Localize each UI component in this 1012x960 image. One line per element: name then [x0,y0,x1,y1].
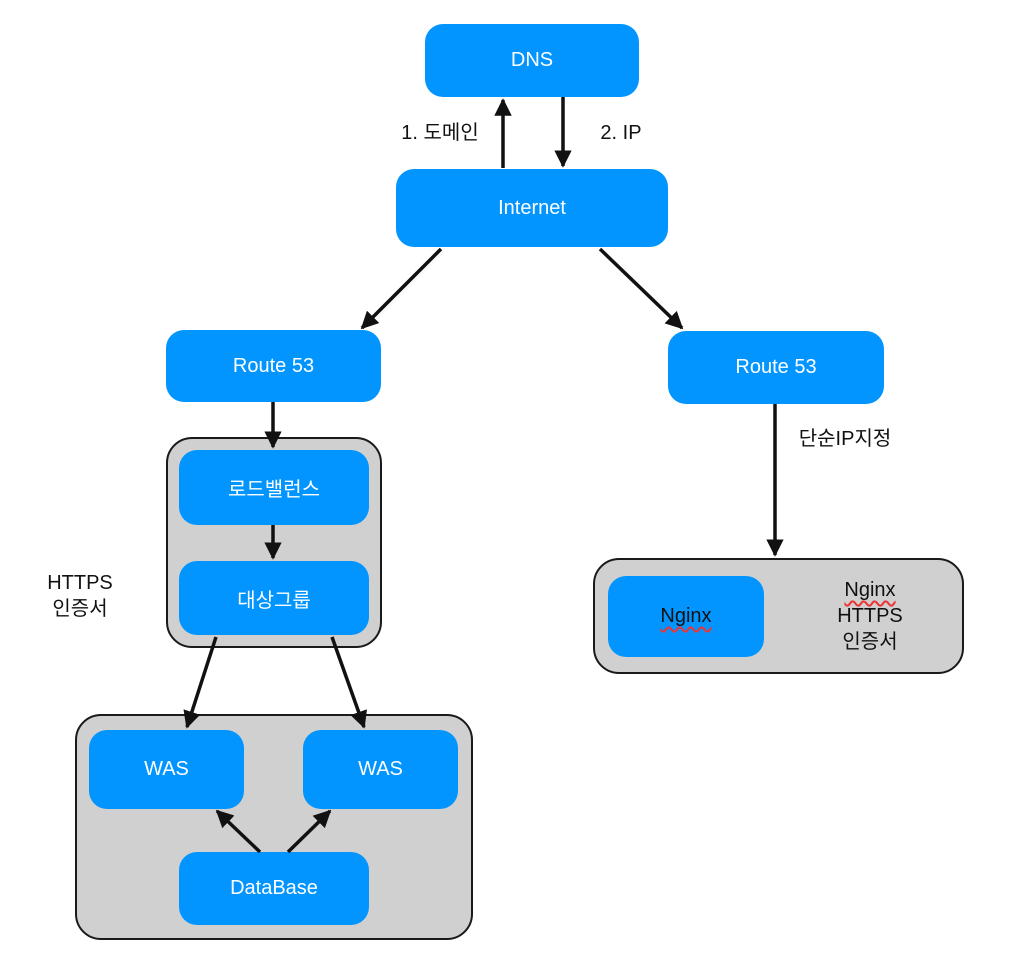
route53-left-label: Route 53 [232,354,315,377]
target-group-label: 대상그룹 [237,589,311,612]
arrow-internet-to-route53-right [598,247,684,330]
was-left-label: WAS [144,758,189,780]
right-cert-label: Nginx HTTPS 인증서 [810,577,930,655]
step1-label: 1. 도메인 [401,122,479,144]
step2-label: 2. IP [600,122,642,144]
left-cert-label: HTTPS 인증서 [30,570,130,622]
route53-left-node: Route 53 [166,330,381,402]
simple-ip-label: 단순IP지정 [798,428,892,450]
arrow-db-to-was-right [286,809,332,854]
right-cert-line3: 인증서 [842,631,898,653]
internet-label: Internet [498,196,566,219]
database-node: DataBase [179,852,369,925]
route53-right-node: Route 53 [668,331,884,404]
arrow-target-to-was-left [183,636,218,729]
arrow-internet-to-route53-left [360,247,443,330]
target-group-node: 대상그룹 [179,561,369,635]
load-balancer-label: 로드밸런스 [228,479,320,501]
left-cert-line1: HTTPS [47,572,113,594]
nginx-label: Nginx [660,605,712,627]
was-right-node: WAS [303,730,458,809]
was-right-label: WAS [358,758,403,780]
was-left-node: WAS [89,730,244,809]
right-cert-line2: HTTPS [837,605,903,627]
internet-node: Internet [396,169,668,247]
dns-label: DNS [510,49,554,71]
arrow-target-to-was-right [330,636,367,729]
nginx-node: Nginx [608,576,764,657]
arrow-db-to-was-left [215,809,262,854]
route53-right-label: Route 53 [735,356,817,378]
left-cert-line2: 인증서 [52,598,108,620]
right-cert-line1: Nginx [844,579,896,601]
load-balancer-node: 로드밸런스 [179,450,369,525]
database-label: DataBase [230,877,318,899]
dns-node: DNS [425,24,639,97]
